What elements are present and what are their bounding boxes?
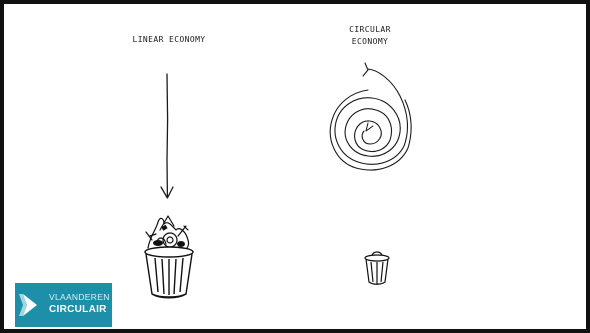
- vlaanderen-circulair-logo: VLAANDEREN CIRCULAIR: [15, 283, 112, 327]
- logo-arrow-icon: [15, 283, 45, 327]
- logo-line1: VLAANDEREN: [49, 292, 110, 302]
- logo-line2: CIRCULAIR: [49, 304, 107, 315]
